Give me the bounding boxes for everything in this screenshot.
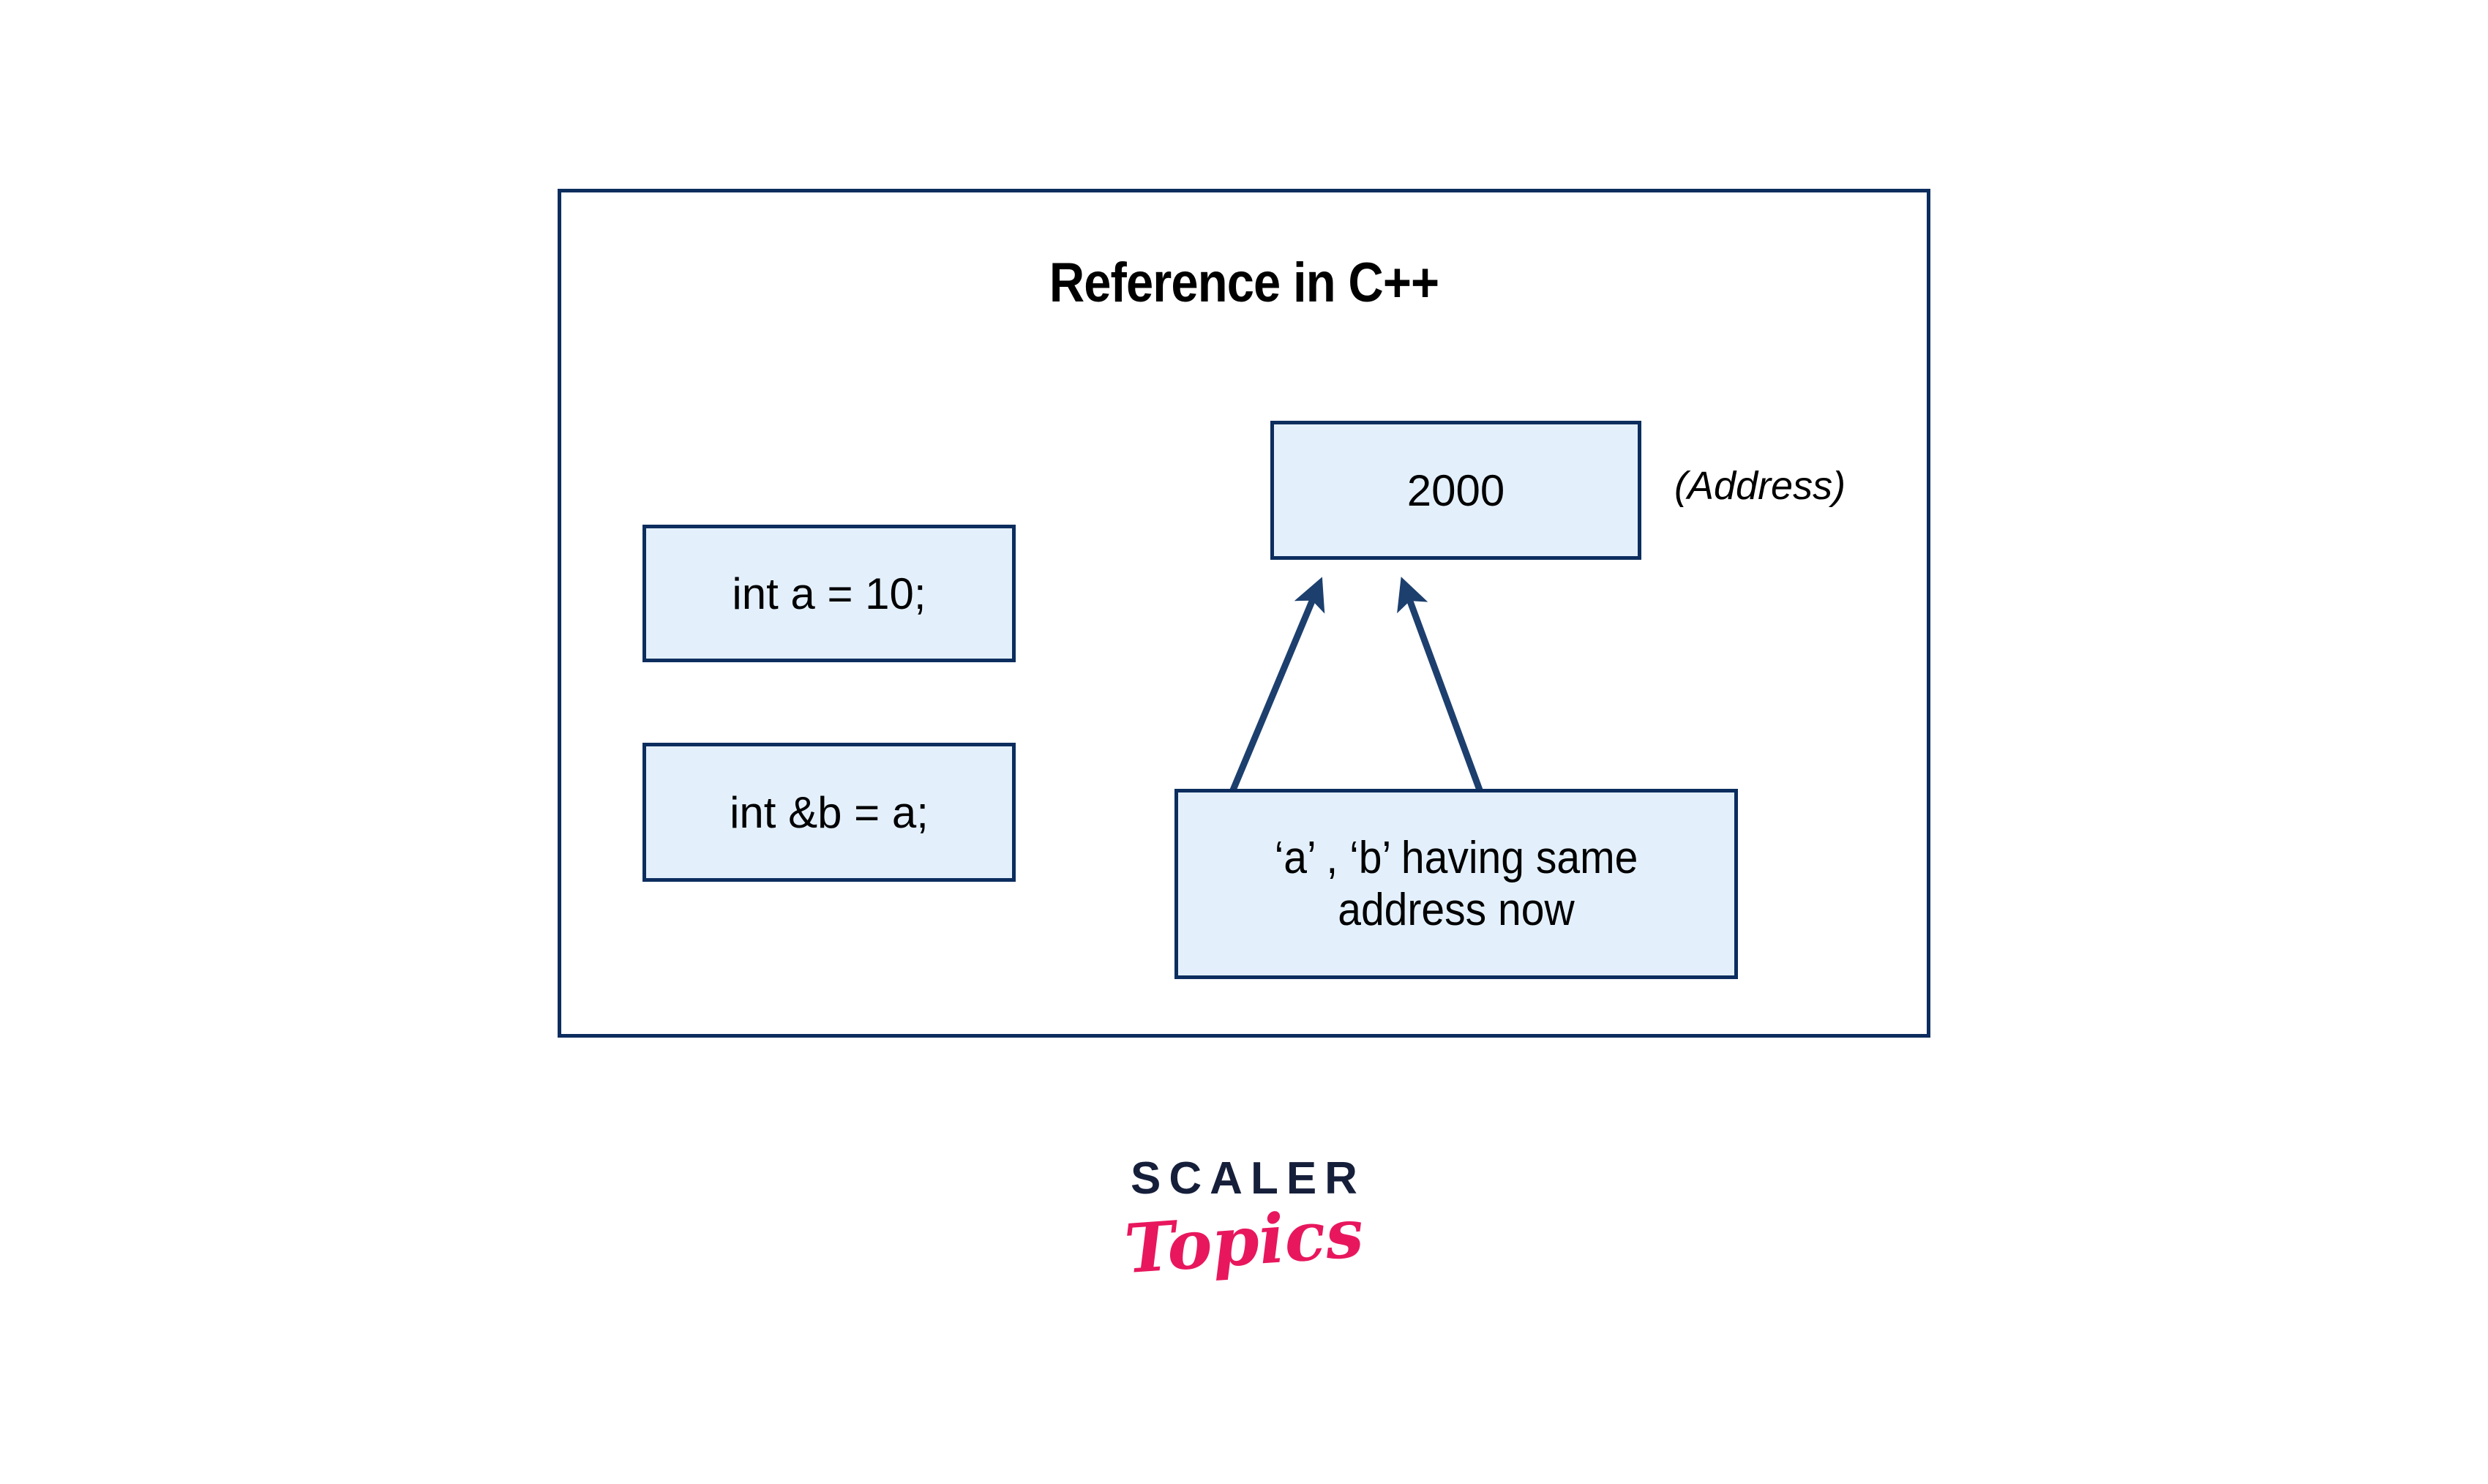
address-value-text: 2000: [1406, 465, 1505, 515]
logo-wordmark-scaler: SCALER: [1131, 1153, 1365, 1204]
diagram-title: Reference in C++: [1049, 252, 1439, 314]
address-caption: (Address): [1674, 464, 1846, 508]
code-box-declaration-a: int a = 10;: [642, 525, 1016, 662]
scaler-topics-logo: SCALER Topics: [0, 1153, 2488, 1289]
address-value-box: 2000: [1270, 421, 1641, 560]
same-address-note-box: ‘a’ , ‘b’ having same address now: [1174, 789, 1738, 979]
same-address-note-line-2: address now: [1338, 885, 1575, 935]
same-address-note-line-1: ‘a’ , ‘b’ having same: [1274, 832, 1638, 883]
code-box-declaration-a-text: int a = 10;: [732, 569, 926, 618]
diagram-frame: Reference in C++ int a = 10; int &b = a;…: [558, 189, 1930, 1038]
code-box-reference-b: int &b = a;: [642, 743, 1016, 882]
code-box-reference-b-text: int &b = a;: [730, 787, 929, 837]
